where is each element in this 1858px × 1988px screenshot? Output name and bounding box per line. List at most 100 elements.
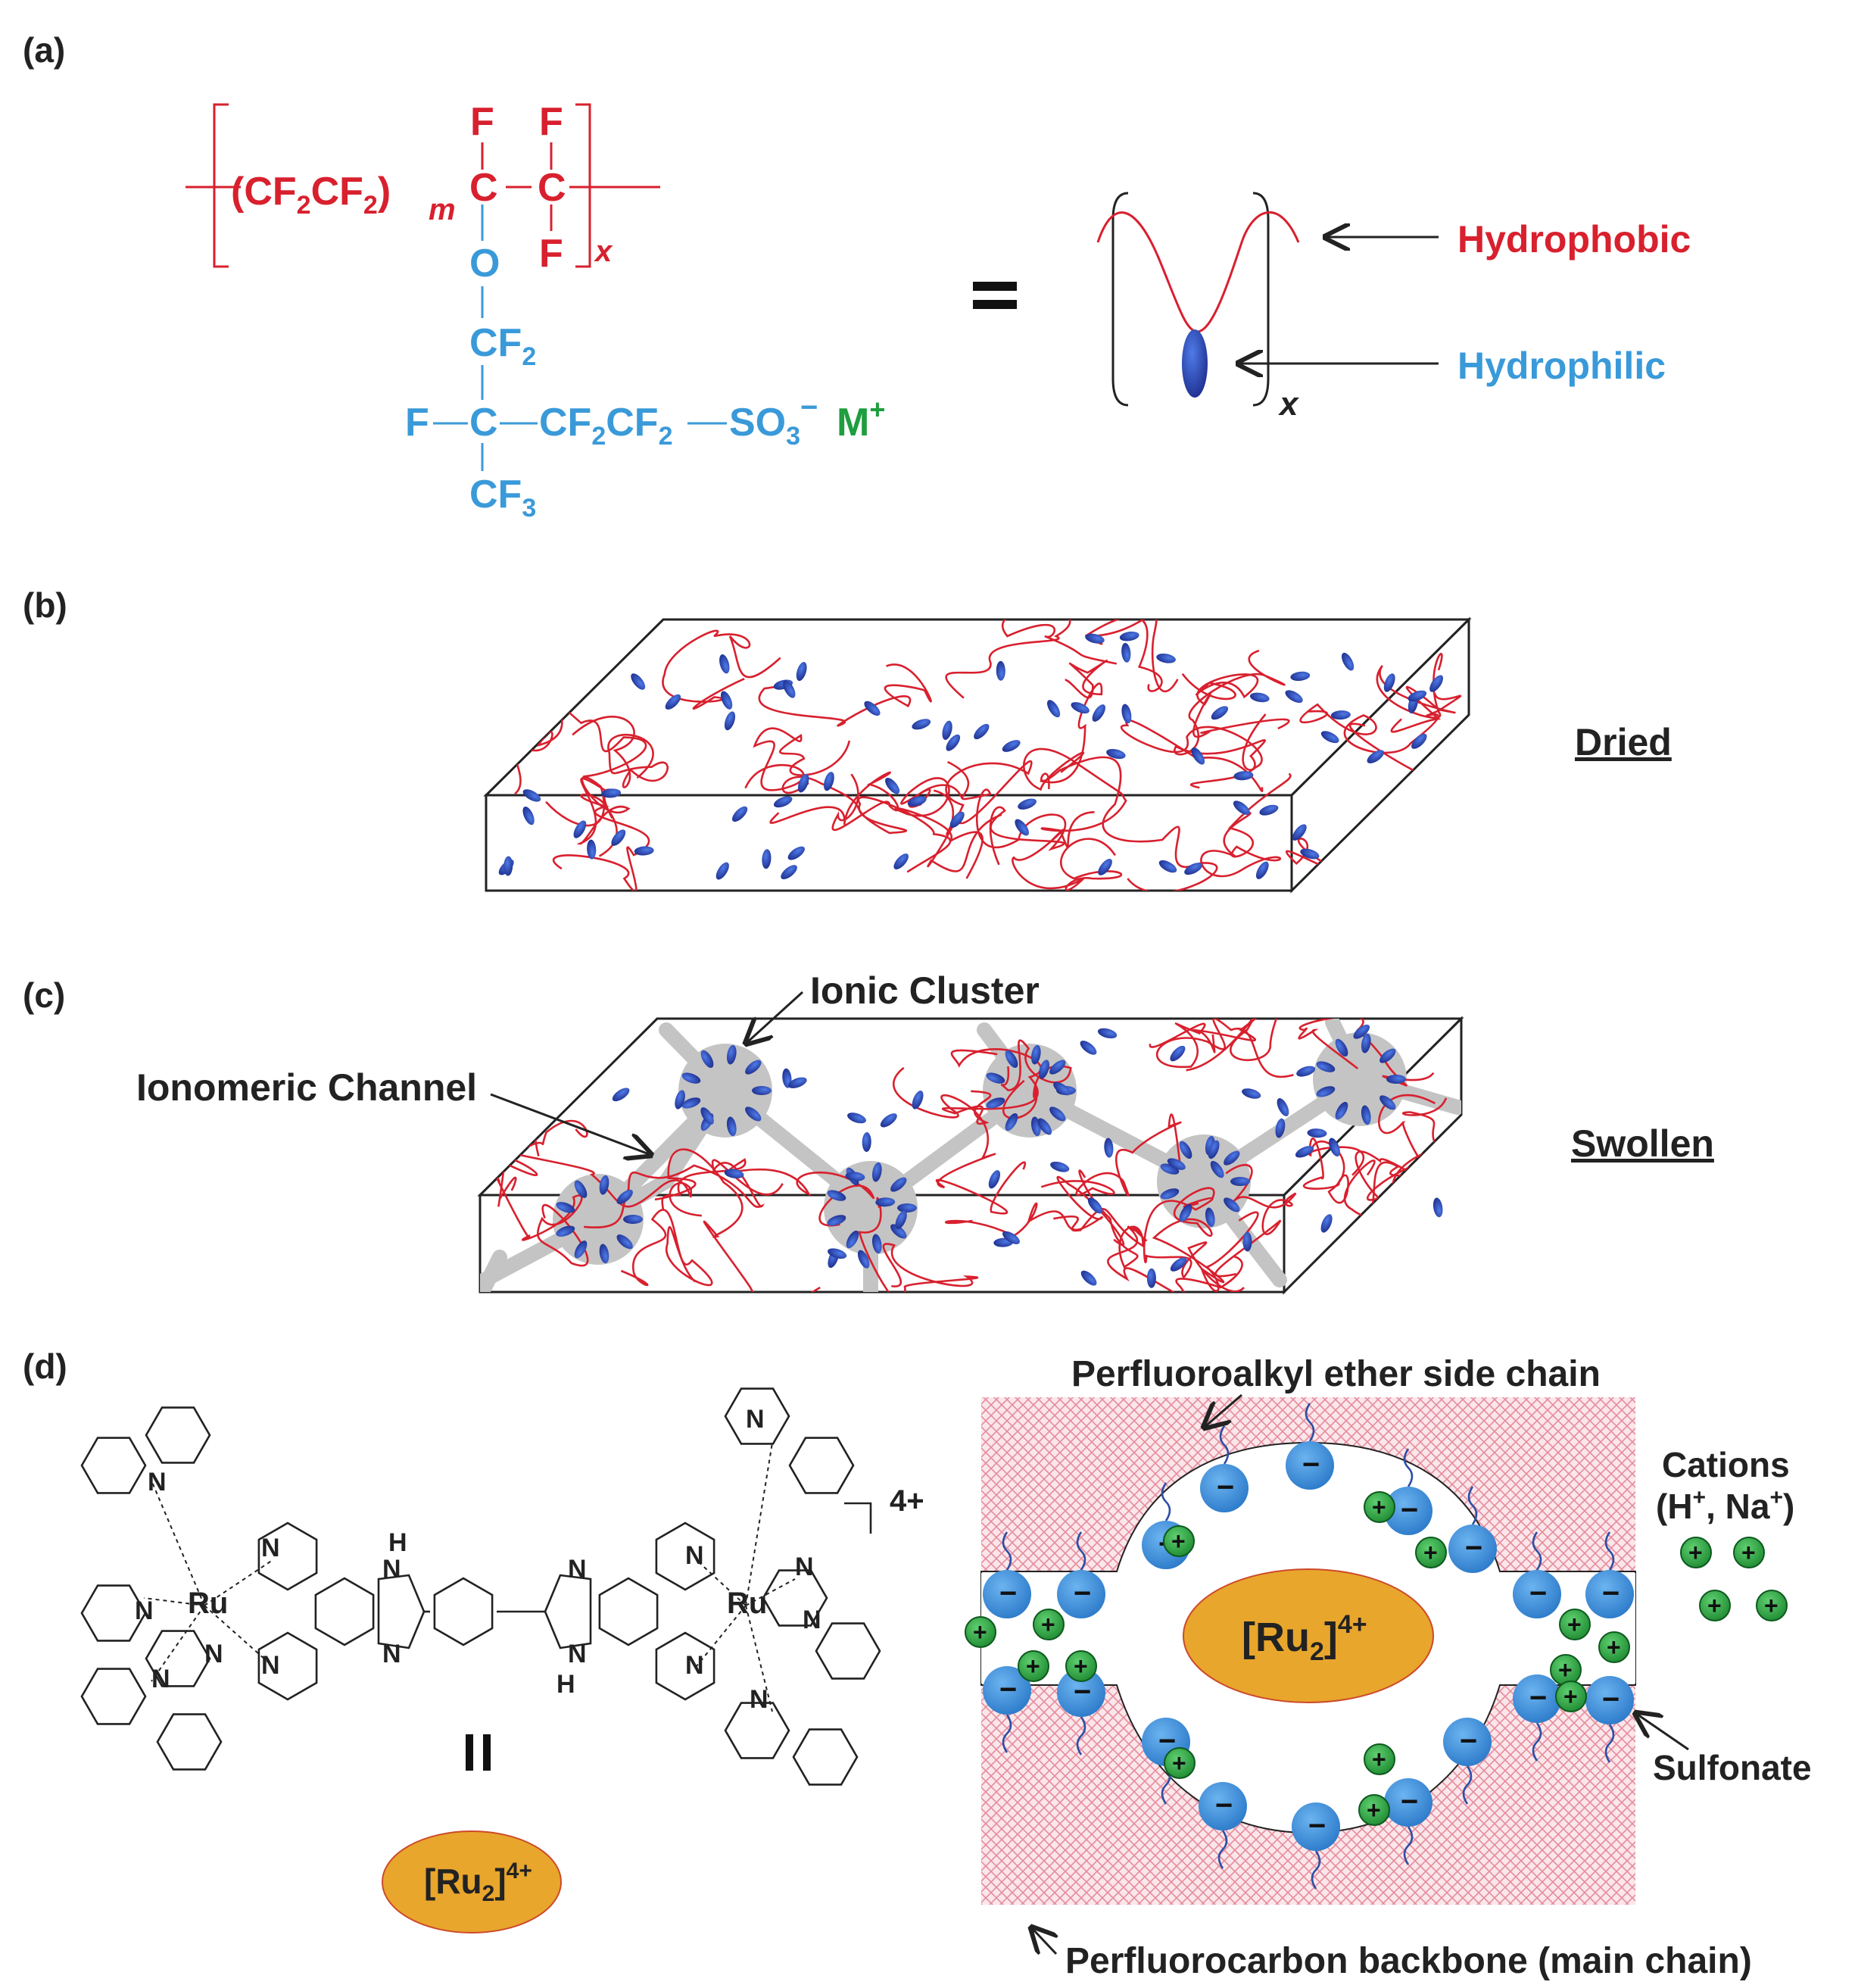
ionic-group [773, 796, 793, 808]
coordination-bond [204, 1605, 273, 1667]
aromatic-ring [762, 1569, 828, 1627]
side-chain-tail [1002, 1531, 1012, 1571]
ru2-ellipse-large [1183, 1568, 1434, 1703]
cation-charge: + [973, 1618, 987, 1646]
sulfonate-charge: − [1460, 1724, 1477, 1758]
ionic-group [720, 691, 733, 710]
ru-atom-right: Ru [727, 1587, 767, 1620]
ionic-group [1242, 1088, 1261, 1099]
ionic-group [1249, 692, 1270, 703]
polymer-chain [858, 1197, 978, 1292]
sulfonate-ion [983, 1570, 1031, 1618]
ionic-group [1121, 642, 1131, 663]
aromatic-ring [655, 1631, 715, 1701]
ionic-group [681, 1097, 701, 1109]
repeat-unit: (CF2CF2) [231, 170, 391, 220]
ionic-group [781, 865, 797, 880]
ionic-group [631, 673, 646, 690]
ionomeric-channel-label: Ionomeric Channel [136, 1066, 477, 1109]
ionic-group [1316, 1061, 1336, 1072]
cation [1065, 1650, 1097, 1682]
ionic-group [1049, 1106, 1066, 1122]
nitrogen-atom: N [151, 1665, 170, 1693]
ionic-group [1320, 731, 1339, 744]
branch-f: F [405, 401, 429, 445]
side-chain-tail [1403, 1448, 1414, 1487]
ionic-group [1292, 824, 1307, 841]
ionic-group [1361, 1105, 1371, 1125]
cation [1018, 1650, 1049, 1682]
dried-label: Dried [1575, 721, 1672, 763]
ionic-group [611, 829, 626, 846]
ionic-group [623, 1215, 643, 1224]
ionic-group [1353, 1024, 1370, 1039]
sulfonate-charge: − [1215, 1789, 1233, 1822]
f-atom-1: F [470, 100, 494, 144]
ionic-group [1290, 671, 1311, 682]
aromatic-ring [788, 1437, 855, 1494]
cation [1756, 1590, 1788, 1621]
ionic-group [601, 788, 622, 798]
nitrogen-atom: N [261, 1651, 280, 1680]
ionic-group [1191, 747, 1205, 765]
ionic-group [827, 1215, 846, 1226]
ionic-group [599, 1175, 609, 1195]
cation-charge: + [1567, 1611, 1582, 1638]
coordination-bond [696, 1605, 747, 1667]
ionic-group [1342, 652, 1355, 671]
ionic-group [942, 720, 952, 740]
nitrogen-atom: N [261, 1534, 280, 1562]
ionic-group [1205, 1207, 1215, 1228]
ionic-group [824, 772, 834, 791]
sulfonate-ion [1384, 1778, 1432, 1827]
cation [1163, 1525, 1195, 1557]
ionic-group [752, 1086, 772, 1095]
ionic-group [890, 1177, 907, 1192]
polymer-chain [892, 1066, 1026, 1215]
swollen-membrane [477, 1016, 1464, 1295]
polymer-chain [1303, 1137, 1365, 1204]
cation [1699, 1590, 1731, 1621]
side-chain-tail [1305, 1403, 1315, 1442]
coordination-bond [696, 1559, 747, 1606]
ionic-group [1037, 1118, 1052, 1135]
coordination-bond [143, 1597, 205, 1606]
ionic-group [1030, 1044, 1041, 1065]
sulfonate-ion [1286, 1441, 1334, 1490]
coordination-bond [204, 1559, 273, 1606]
nitrogen-atom: N [204, 1640, 223, 1668]
nitrogen-atom: N [135, 1596, 154, 1625]
ionic-group [1179, 1141, 1192, 1159]
aromatic-ring [815, 1622, 881, 1680]
sulfonate-ion [1513, 1570, 1561, 1618]
coordination-bond [151, 1605, 205, 1682]
ionic-group [1047, 700, 1061, 718]
sulfonate-ion [983, 1666, 1031, 1715]
ionic-group [616, 1234, 633, 1250]
ionic-group [1296, 1066, 1316, 1077]
ionic-group [1335, 1038, 1348, 1057]
ionic-group [1383, 673, 1395, 692]
ionic-group [1224, 1150, 1240, 1166]
polymer-chain [1200, 772, 1292, 878]
sulfonate-ion [1057, 1570, 1105, 1618]
polymer-chain [1181, 673, 1290, 738]
aromatic-ring [145, 1630, 211, 1687]
sulfonate-ion [1199, 1782, 1247, 1830]
aromatic-ring [655, 1521, 715, 1591]
sulfonate-charge: − [1401, 1493, 1418, 1527]
ionic-group [1167, 1158, 1186, 1170]
polymer-chain [1012, 829, 1123, 891]
ionic-group [857, 1250, 870, 1269]
sulfonate-ion [1200, 1464, 1249, 1512]
cation [965, 1616, 996, 1648]
ru2-ellipse-small: [Ru2]4+ [382, 1830, 562, 1933]
ionic-group [612, 1088, 630, 1102]
branch-carbon: C [469, 401, 498, 445]
ionic-group [986, 1072, 1005, 1084]
polymer-chain [1120, 713, 1267, 793]
polymer-chain [1174, 649, 1286, 789]
polymer-chain [494, 1172, 589, 1267]
ionic-group [1361, 1033, 1371, 1053]
ionic-group [912, 719, 931, 730]
